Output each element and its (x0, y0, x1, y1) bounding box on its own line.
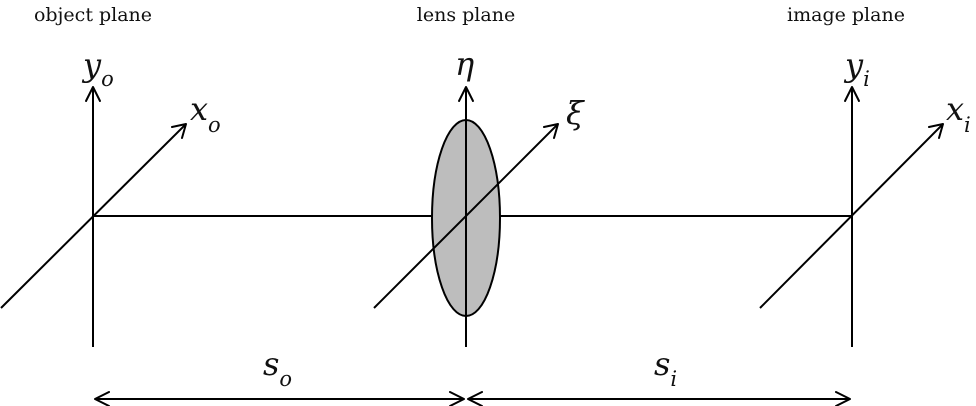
lens-xi-axis (373, 123, 559, 309)
lens-plane-axes (373, 86, 559, 347)
image-x-arrowhead (928, 123, 944, 139)
image-plane-axes (759, 86, 944, 347)
object-distance-label: so (263, 345, 292, 391)
object-x-axis (0, 123, 187, 309)
image-distance-right-arrowhead (835, 391, 851, 406)
object-distance-arrow (94, 391, 465, 406)
object-x-arrowhead (171, 123, 187, 139)
lens-eta-arrowhead (458, 86, 474, 102)
lens-xi-label: ξ (566, 94, 585, 132)
lens-eta-label: η (455, 45, 474, 83)
image-y-label: yi (843, 46, 870, 91)
image-y-arrowhead (844, 86, 860, 102)
lens-plane-title: lens plane (417, 4, 515, 26)
image-plane-title: image plane (787, 4, 905, 26)
object-y-arrowhead (85, 86, 101, 102)
object-distance-left-arrowhead (94, 391, 110, 406)
image-distance-label: si (654, 345, 677, 391)
image-x-axis (759, 123, 944, 309)
image-distance-left-arrowhead (467, 391, 483, 406)
image-x-label: xi (946, 90, 971, 137)
lens-xi-arrowhead (543, 123, 559, 139)
object-plane-axes (0, 86, 187, 347)
object-plane-title: object plane (34, 4, 152, 26)
object-x-label: xo (190, 90, 221, 137)
object-y-label: yo (81, 46, 114, 91)
image-distance-arrow (467, 391, 851, 406)
object-distance-right-arrowhead (449, 391, 465, 406)
